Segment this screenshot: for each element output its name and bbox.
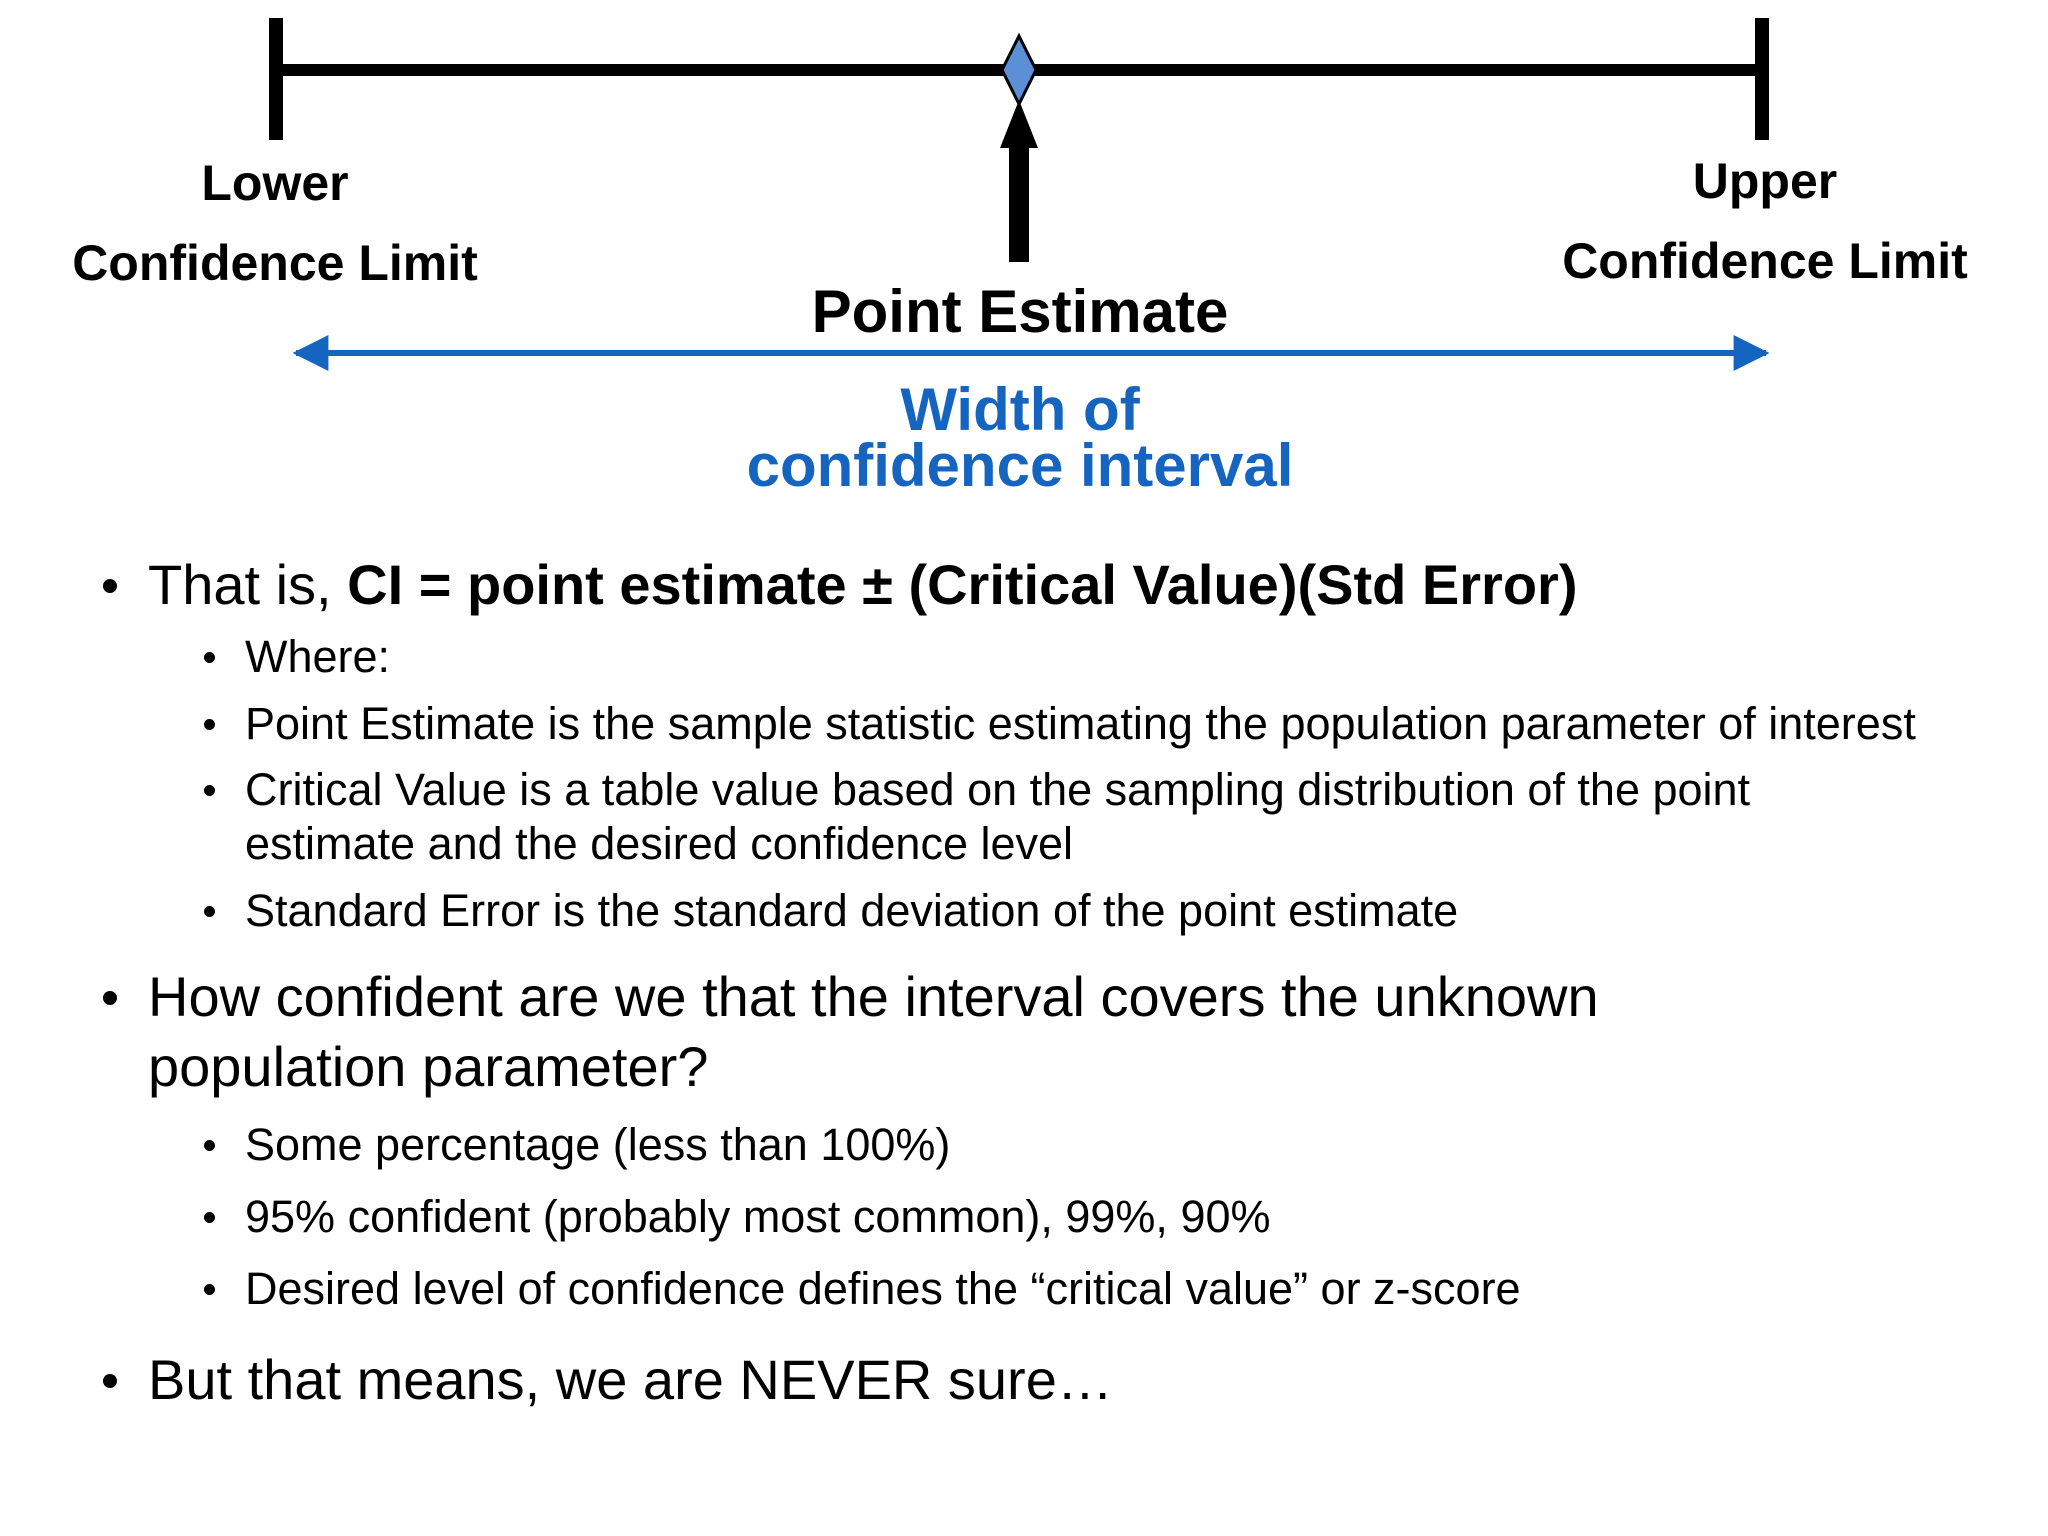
bullet-dot bbox=[204, 1212, 215, 1223]
sub-bullet-some-percentage: Some percentage (less than 100%) bbox=[204, 1118, 951, 1172]
point-estimate-diamond bbox=[1000, 32, 1038, 108]
sub-bullet-where: Where: bbox=[204, 630, 391, 684]
bullet-text: population parameter? bbox=[148, 1035, 709, 1098]
upper-label-line-2: Confidence Limit bbox=[1562, 233, 1968, 289]
width-label-line-1: Width of bbox=[900, 376, 1140, 443]
sub-bullet-critical-value-cont: estimate and the desired confidence leve… bbox=[245, 817, 1073, 871]
width-of-interval-label: Width of confidence interval bbox=[640, 376, 1400, 499]
sub-bullet-text: estimate and the desired confidence leve… bbox=[245, 818, 1074, 869]
sub-bullet-text: Desired level of confidence defines the … bbox=[245, 1263, 1521, 1314]
upper-confidence-limit-label: Upper Confidence Limit bbox=[1550, 156, 1980, 316]
sub-bullet-text: Some percentage (less than 100%) bbox=[245, 1119, 951, 1170]
bullet-how-confident: How confident are we that the interval c… bbox=[103, 962, 1599, 1032]
bullet-text: How confident are we that the interval c… bbox=[148, 965, 1599, 1028]
bullet-dot bbox=[204, 719, 215, 730]
bullet-dot bbox=[103, 579, 117, 593]
lower-confidence-limit-label: Lower Confidence Limit bbox=[60, 158, 490, 318]
formula-prefix: That is, bbox=[148, 553, 348, 616]
confidence-interval-diagram: Lower Confidence Limit Upper Confidence … bbox=[0, 0, 2048, 520]
bullet-dot bbox=[103, 991, 117, 1005]
diagram-graphics bbox=[269, 18, 1770, 371]
sub-bullet-text: Point Estimate is the sample statistic e… bbox=[245, 698, 1916, 749]
bullet-dot bbox=[204, 652, 215, 663]
bullet-ci-formula: That is, CI = point estimate ± (Critical… bbox=[103, 550, 1578, 620]
sub-bullet-text: Standard Error is the standard deviation… bbox=[245, 885, 1459, 936]
sub-bullet-text: Critical Value is a table value based on… bbox=[245, 764, 1751, 815]
bullet-text: But that means, we are NEVER sure… bbox=[148, 1348, 1113, 1411]
bullet-never-sure: But that means, we are NEVER sure… bbox=[103, 1345, 1113, 1415]
bullet-dot bbox=[204, 1284, 215, 1295]
point-estimate-label: Point Estimate bbox=[811, 278, 1229, 345]
sub-bullet-text: 95% confident (probably most common), 99… bbox=[245, 1191, 1271, 1242]
bullet-how-confident-cont: population parameter? bbox=[148, 1032, 708, 1102]
sub-bullet-standard-error: Standard Error is the standard deviation… bbox=[204, 884, 1459, 938]
lower-label-line-2: Confidence Limit bbox=[72, 235, 478, 291]
upper-label-line-1: Upper bbox=[1692, 153, 1838, 209]
sub-bullet-95-confident: 95% confident (probably most common), 99… bbox=[204, 1190, 1271, 1244]
sub-bullet-text: Where: bbox=[245, 631, 391, 682]
bullet-dot bbox=[103, 1374, 117, 1388]
sub-bullet-desired-level: Desired level of confidence defines the … bbox=[204, 1262, 1521, 1316]
sub-bullet-critical-value: Critical Value is a table value based on… bbox=[204, 763, 1751, 817]
lower-label-line-1: Lower bbox=[201, 155, 349, 211]
bullet-dot bbox=[204, 785, 215, 796]
bullet-dot bbox=[204, 1140, 215, 1151]
ci-formula: CI = point estimate ± (Critical Value)(S… bbox=[347, 553, 1578, 616]
bullet-dot bbox=[204, 906, 215, 917]
width-label-line-2: confidence interval bbox=[746, 432, 1294, 499]
point-estimate-arrow-head bbox=[1000, 100, 1038, 148]
sub-bullet-point-estimate: Point Estimate is the sample statistic e… bbox=[204, 697, 1916, 751]
